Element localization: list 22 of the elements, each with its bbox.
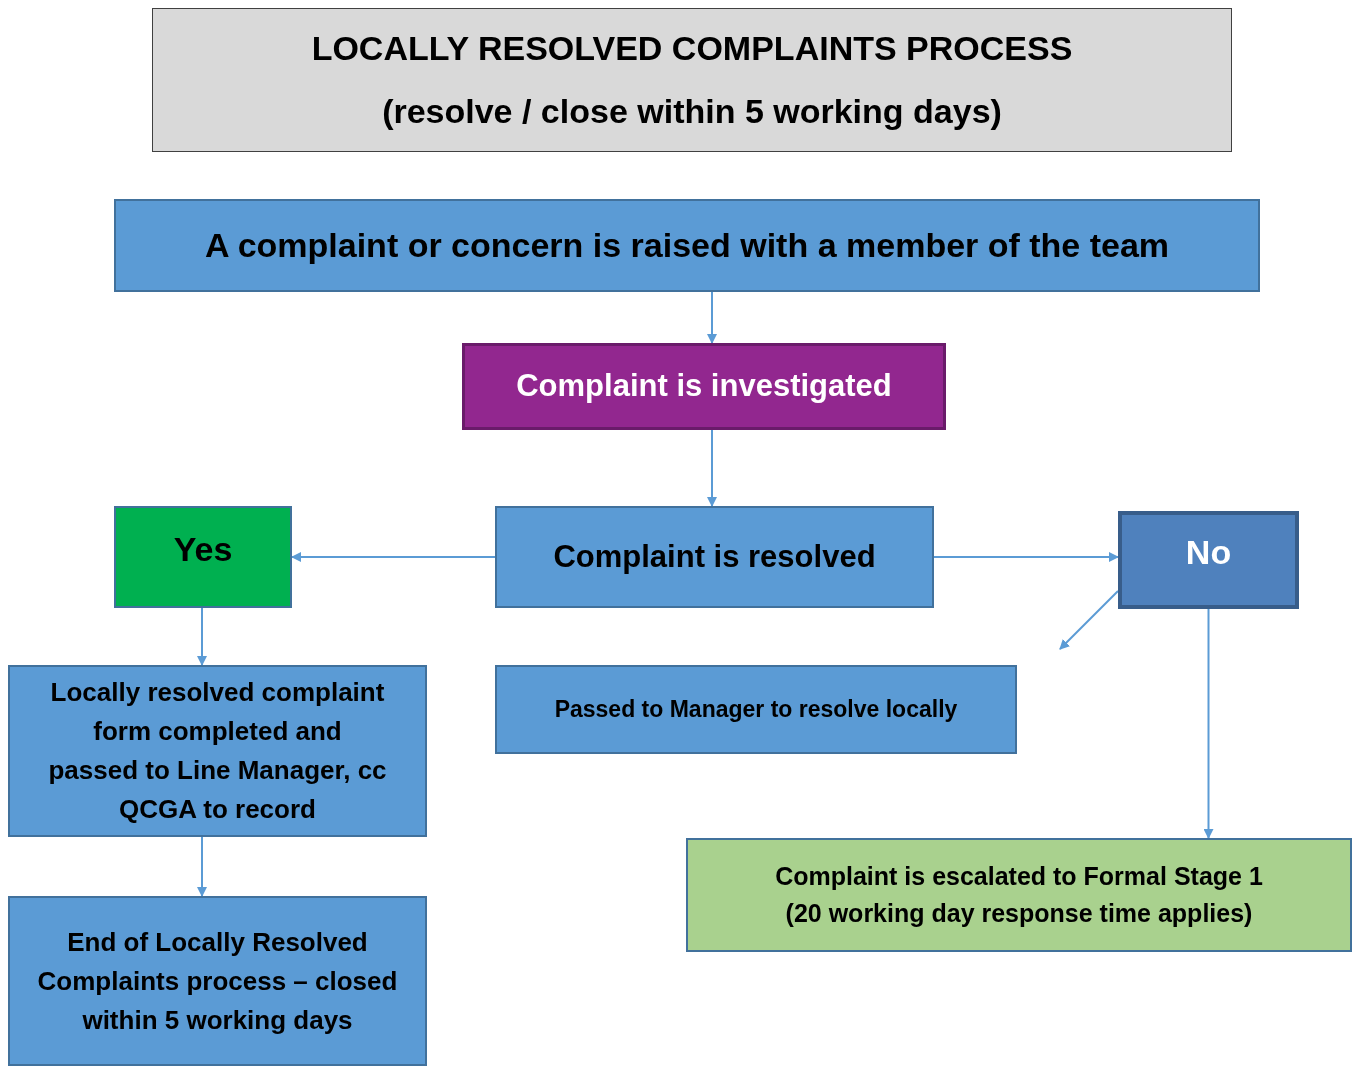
arrow: [707, 429, 717, 507]
arrow: [197, 836, 207, 897]
process-box: No: [1118, 511, 1299, 609]
process-box: Complaint is investigated: [462, 343, 946, 430]
process-box: A complaint or concern is raised with a member of the team: [114, 199, 1260, 292]
arrow: [1203, 608, 1214, 839]
arrow: [1059, 590, 1119, 650]
process-box: Locally resolved complaint form completed and passed to Line Manager, cc QCGA to record: [8, 665, 427, 837]
arrow: [291, 552, 496, 562]
box-text: Complaint is escalated to Formal Stage 1: [775, 860, 1263, 892]
box-text: (20 working day response time applies): [785, 898, 1253, 929]
process-box: [686, 838, 1352, 952]
arrow: [707, 291, 717, 344]
process-box: Complaint is resolved: [495, 506, 934, 608]
process-box: Yes: [114, 506, 292, 608]
arrow: [197, 607, 207, 666]
process-box: [152, 8, 1232, 152]
process-box: End of Locally Resolved Complaints process – closed within 5 working days: [8, 896, 427, 1066]
process-box: Passed to Manager to resolve locally: [495, 665, 1017, 754]
box-text: (resolve / close within 5 working days): [382, 91, 1002, 132]
arrow: [933, 552, 1119, 562]
box-text: LOCALLY RESOLVED COMPLAINTS PROCESS: [311, 28, 1073, 69]
